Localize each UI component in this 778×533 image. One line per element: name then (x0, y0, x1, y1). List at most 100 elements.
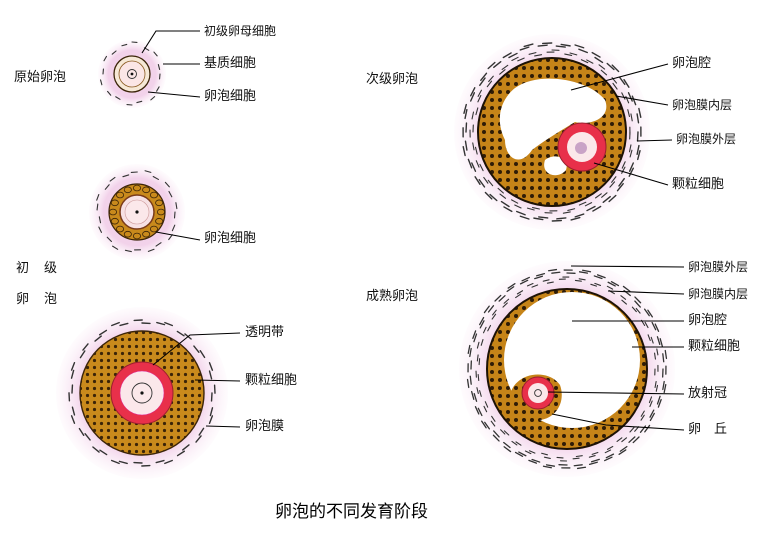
primary-early-cell (109, 208, 118, 216)
primary-early-theca-mark (104, 184, 110, 190)
primary-late-theca-mark (79, 350, 86, 359)
mature-theca-externa-mark (469, 347, 472, 358)
secondary-nucleus (575, 142, 587, 154)
mature-theca-externa-mark (479, 316, 485, 326)
mature-theca-externa-mark (605, 453, 615, 459)
primary-early-theca-mark (112, 245, 119, 250)
label-follicular-cell-2: 卵泡细胞 (204, 231, 257, 246)
secondary-theca-externa-mark (469, 87, 476, 97)
mature-theca-externa-mark (651, 321, 657, 331)
leader-antrum-1 (570, 63, 669, 91)
mature-theca-interna-mark (491, 415, 496, 422)
mature-theca-externa-mark (467, 344, 471, 355)
mature-theca-externa-mark (547, 268, 558, 272)
mature-theca-interna-mark (591, 451, 599, 455)
secondary-theca-interna-mark (569, 52, 578, 56)
primary-late-theca-mark (198, 427, 205, 436)
mature-theca-interna-mark (578, 278, 586, 281)
secondary-theca-interna-mark (477, 89, 482, 97)
stromal-cell-mark (136, 100, 143, 104)
secondary-theca-externa-mark (489, 193, 498, 202)
primary-late-theca-mark (176, 330, 185, 337)
secondary-theca-interna-mark (584, 202, 593, 207)
mature-theca-externa-mark (536, 272, 546, 277)
mature-theca-externa-mark (545, 464, 556, 467)
primary-early-cell (110, 217, 119, 225)
label-theca-externa-1: 卵泡膜外层 (676, 132, 737, 146)
secondary-theca-interna-mark (567, 208, 576, 211)
mature-theca-externa-mark (596, 274, 606, 279)
secondary-theca-interna-mark (627, 109, 631, 118)
mature-theca-externa-mark (643, 308, 650, 317)
secondary-theca-externa-mark (608, 194, 617, 203)
mature-theca-externa-mark (657, 398, 662, 408)
leader-theca-interna-2 (607, 290, 685, 295)
stromal-cell-mark (121, 43, 128, 47)
label-follicular-cell-1: 卵泡细胞 (204, 89, 257, 104)
mature-theca-interna-mark (650, 336, 654, 344)
mature-theca-externa-mark (542, 465, 553, 469)
secondary-theca-interna-mark (532, 206, 540, 210)
secondary-theca-interna-mark (501, 64, 509, 71)
secondary-theca-interna-mark (621, 166, 626, 174)
secondary-theca-interna-mark (497, 187, 504, 194)
primary-early-cell (149, 225, 158, 233)
secondary-theca-externa-mark (623, 78, 630, 88)
primary-late-theca-mark (98, 329, 108, 336)
secondary-theca-externa-mark (500, 200, 510, 208)
secondary-theca-externa-mark (484, 191, 493, 200)
primary-early-theca-mark (124, 249, 132, 253)
secondary-theca-interna-mark (534, 54, 543, 57)
mature-theca-interna-mark (594, 282, 602, 286)
secondary-theca-externa-mark (516, 210, 526, 216)
stromal-cell-mark (150, 96, 156, 101)
mature-theca-interna-mark (500, 429, 506, 435)
secondary-theca-interna-mark (471, 111, 475, 120)
primary-early-theca-mark (175, 202, 178, 210)
primary-early-nucleolus (135, 210, 139, 214)
secondary-theca-externa-mark (519, 46, 530, 51)
mature-theca-externa-mark (503, 446, 512, 453)
mature-theca-interna-mark (541, 452, 548, 456)
mature-theca-externa-mark (590, 458, 600, 463)
label-theca-externa-2: 卵泡膜外层 (688, 260, 749, 274)
stage-label-mature: 成熟卵泡 (366, 289, 419, 304)
mature-theca-interna-mark (516, 290, 524, 295)
secondary-theca-interna-mark (472, 142, 475, 151)
mature-theca-externa-mark (619, 445, 628, 452)
mature-theca-interna-mark (482, 326, 487, 334)
mature-theca-interna-mark (655, 384, 659, 392)
stage-label-primordial: 原始卵泡 (14, 70, 67, 85)
secondary-theca-externa-mark (480, 72, 488, 81)
mature-theca-externa-mark (469, 375, 472, 385)
mature-theca-externa-mark (578, 271, 589, 274)
secondary-theca-externa-mark (538, 216, 549, 219)
mature-theca-externa-mark (498, 295, 506, 302)
mature-theca-interna-mark (526, 282, 534, 287)
figure-caption: 卵泡的不同发育阶段 (275, 502, 428, 522)
stromal-cell-mark (111, 50, 117, 55)
mature-theca-externa-mark (514, 451, 524, 457)
label-theca-interna-1: 卵泡膜内层 (672, 98, 733, 112)
mature-theca-interna-mark (654, 352, 656, 360)
mature-theca-interna-mark (648, 396, 653, 404)
secondary-theca-externa-mark (533, 217, 544, 221)
mature-theca-externa-mark (474, 406, 480, 415)
primary-late-theca-mark (84, 433, 91, 441)
secondary-theca-externa-mark (594, 56, 604, 64)
primary-early-cell (156, 208, 165, 216)
mature-theca-externa-mark (493, 430, 500, 438)
primary-early-cell (110, 199, 119, 207)
secondary-theca-interna-mark (479, 163, 484, 172)
mature-theca-interna-mark (644, 321, 649, 329)
secondary-theca-externa-mark (570, 216, 581, 221)
secondary-theca-externa-mark (606, 62, 615, 71)
secondary-theca-interna-mark (598, 64, 606, 70)
secondary-theca-externa-mark (464, 140, 468, 151)
primary-early-theca-mark (171, 224, 176, 232)
secondary-theca-externa-mark (602, 195, 611, 204)
primary-late-theca-mark (110, 459, 120, 465)
mature-theca-interna-mark (476, 354, 479, 362)
mature-theca-interna-mark (476, 341, 480, 349)
